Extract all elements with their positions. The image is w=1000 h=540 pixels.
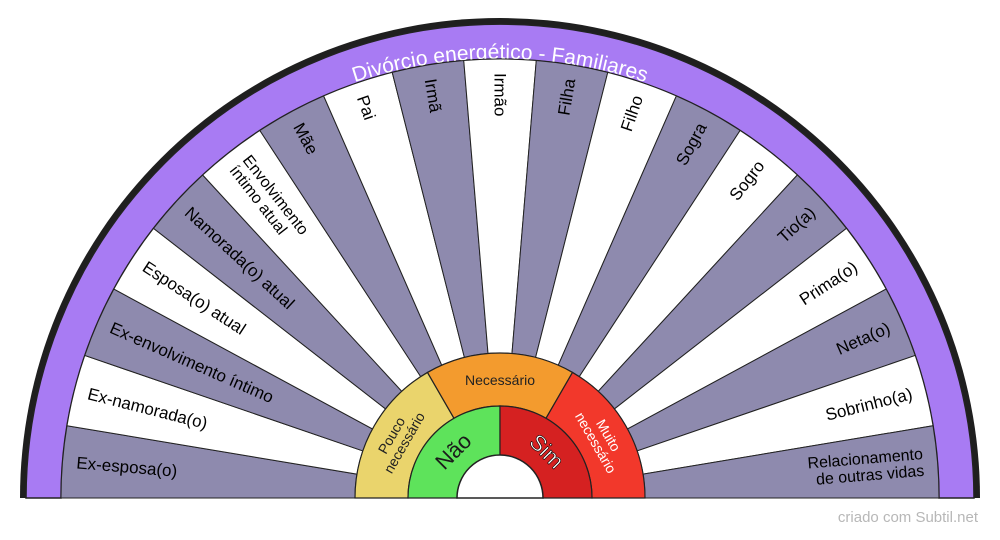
level-label-necessario: Necessário	[465, 372, 535, 388]
pendulum-chart: Divórcio energético - Familiares Ex-espo…	[20, 18, 980, 499]
sector-label-irmao: Irmão	[491, 73, 510, 116]
center-hole	[456, 454, 544, 499]
credit-text: criado com Subtil.net	[837, 509, 978, 526]
